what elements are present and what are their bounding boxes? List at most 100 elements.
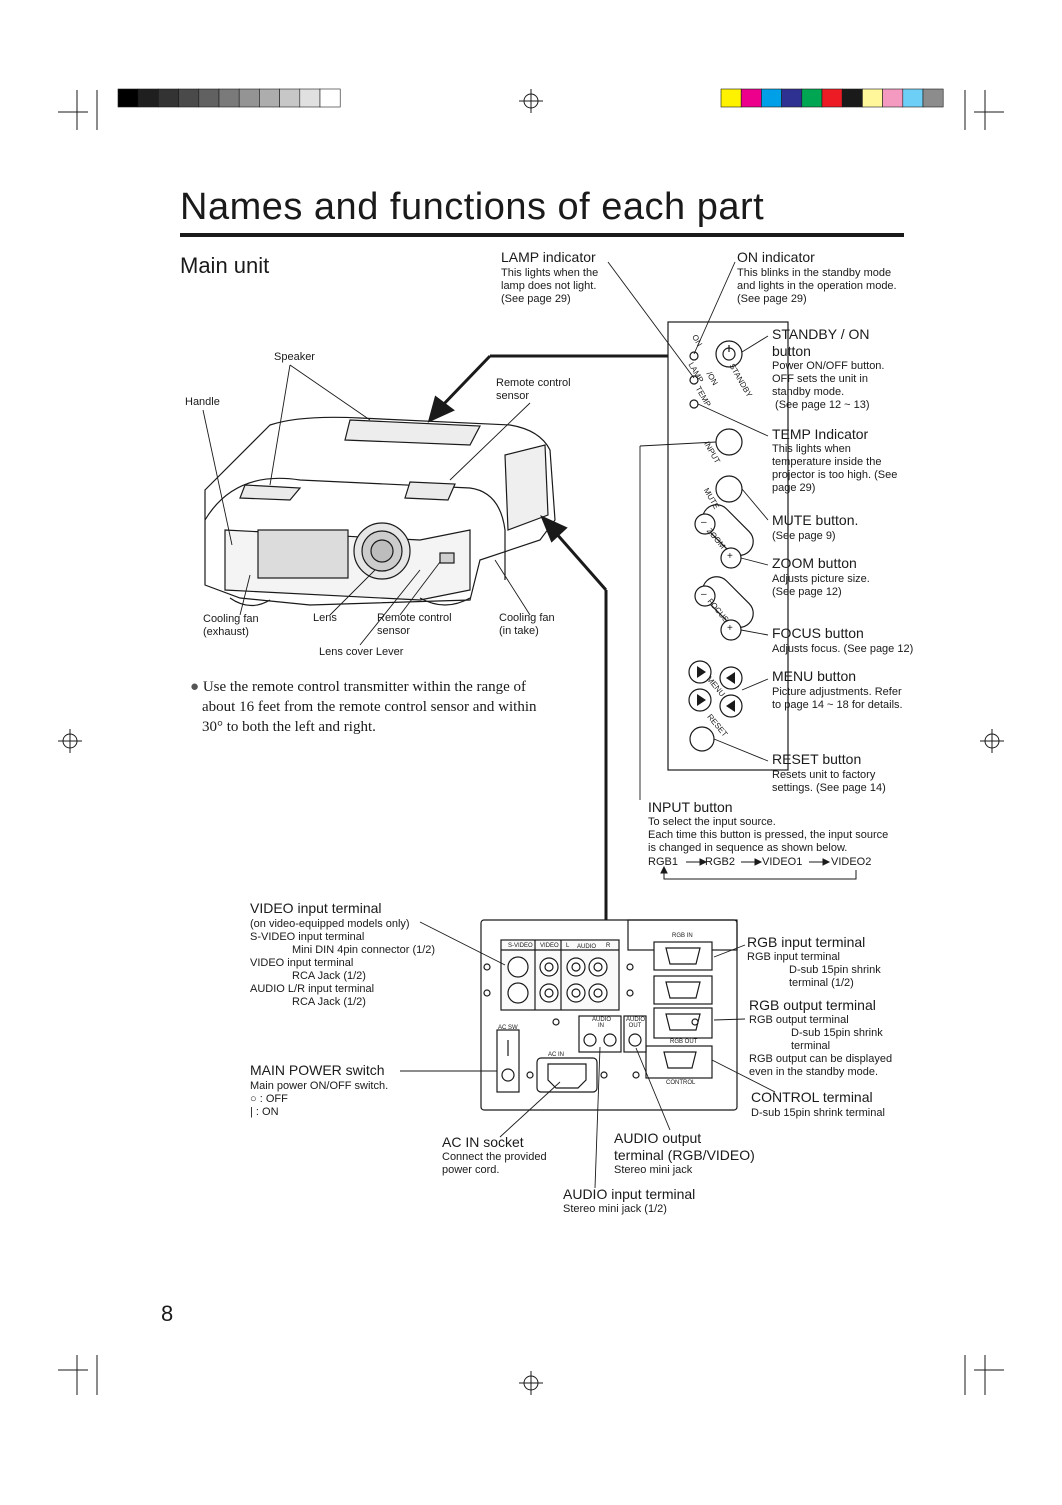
registration-target-icon: [58, 89, 1004, 1395]
menu-button-title: MENU button: [772, 668, 857, 684]
control-leader-lines: [607, 261, 769, 800]
color-swatch: [238, 88, 260, 108]
label-handle: Handle: [185, 396, 220, 408]
control-terminal-desc: D-sub 15pin shrink terminal: [751, 1107, 885, 1119]
label-cooling-exhaust: Cooling fan (exhaust): [203, 613, 259, 638]
color-swatch: [821, 88, 843, 108]
color-swatch: [299, 88, 321, 108]
color-swatch: [781, 88, 803, 108]
audio-input-title: AUDIO input terminal: [563, 1186, 696, 1202]
rgb-input-desc: RGB input terminal D-sub 15pin shrink te…: [747, 951, 881, 989]
zoom-plus-icon: +: [727, 551, 733, 562]
main-power-title: MAIN POWER switch: [250, 1062, 385, 1078]
rear-text-audio-in: AUDIO IN: [592, 1017, 612, 1029]
control-panel-arrows: [697, 666, 735, 712]
ac-in-desc: Connect the provided power cord.: [442, 1151, 547, 1176]
usage-note-text: Use the remote control transmitter withi…: [202, 679, 537, 735]
title-rule: [180, 233, 904, 237]
rear-text-video: VIDEO: [540, 943, 559, 949]
lamp-indicator-title: LAMP indicator: [501, 249, 596, 265]
rgb-input-title: RGB input terminal: [747, 934, 866, 950]
audio-output-title: AUDIO output terminal (RGB/VIDEO): [614, 1130, 755, 1163]
color-swatch: [761, 88, 782, 108]
input-button-title: INPUT button: [648, 799, 733, 815]
standby-button-desc: Power ON/OFF button. OFF sets the unit i…: [772, 360, 885, 411]
video-input-desc: (on video-equipped models only) S-VIDEO …: [250, 918, 436, 1008]
bullet-icon: ●: [190, 679, 200, 695]
color-swatch: [902, 88, 924, 108]
input-sequence-graphics: [660, 858, 857, 880]
pointer-arrows: [427, 354, 668, 920]
color-swatch: [720, 88, 742, 108]
crop-marks: [58, 90, 1004, 1395]
projector-illustration: [204, 416, 556, 607]
color-swatch: [178, 88, 200, 108]
control-panel: [667, 321, 789, 771]
audio-input-desc: Stereo mini jack (1/2): [563, 1203, 667, 1215]
label-remote-sensor-top: Remote control sensor: [496, 377, 571, 402]
reset-button-title: RESET button: [772, 751, 862, 767]
standby-button-title: STANDBY / ON button: [772, 326, 870, 359]
focus-minus-icon: –: [701, 589, 707, 600]
input-button-desc: To select the input source. Each time th…: [648, 816, 889, 854]
menu-button-desc: Picture adjustments. Refer to page 14 ~ …: [772, 686, 903, 711]
color-swatch: [279, 88, 301, 108]
label-cooling-intake: Cooling fan (in take): [499, 612, 555, 637]
temp-indicator-desc: This lights when temperature inside the …: [772, 443, 898, 494]
zoom-minus-icon: –: [701, 517, 707, 528]
ac-in-title: AC IN socket: [442, 1134, 524, 1150]
label-remote-sensor-front: Remote control sensor: [377, 612, 452, 637]
focus-button-desc: Adjusts focus. (See page 12): [772, 643, 914, 655]
label-lens: Lens: [313, 612, 337, 624]
rgb-output-title: RGB output terminal: [749, 997, 876, 1013]
on-indicator-title: ON indicator: [737, 249, 815, 265]
focus-plus-icon: +: [727, 623, 733, 634]
video-input-title: VIDEO input terminal: [250, 900, 382, 916]
rgb-output-desc: RGB output terminal D-sub 15pin shrink t…: [749, 1014, 893, 1078]
color-swatch: [801, 88, 823, 108]
input-seq-rgb2: RGB2: [705, 856, 735, 868]
input-seq-video1: VIDEO1: [762, 856, 803, 868]
rear-text-ac-in: AC IN: [548, 1052, 565, 1058]
color-swatch: [137, 88, 159, 108]
rear-text-l: L: [566, 943, 570, 949]
color-swatch: [319, 88, 341, 108]
rear-text-control: CONTROL: [666, 1080, 696, 1086]
color-swatch: [198, 88, 220, 108]
input-seq-rgb1: RGB1: [648, 856, 678, 868]
main-power-desc: Main power ON/OFF switch. ○ : OFF | : ON: [250, 1080, 389, 1118]
lamp-indicator-desc: This lights when the lamp does not light…: [501, 267, 599, 305]
projector-leader-lines: [202, 364, 531, 646]
mute-button-desc: (See page 9): [772, 530, 836, 542]
rear-text-rgb-in: RGB IN: [672, 933, 693, 939]
input-seq-video2: VIDEO2: [831, 856, 872, 868]
on-indicator-desc: This blinks in the standby mode and ligh…: [737, 267, 897, 305]
rear-text-rgb-out: RGB OUT: [670, 1039, 698, 1045]
zoom-button-title: ZOOM button: [772, 555, 857, 571]
color-swatch: [158, 88, 179, 108]
page-number: 8: [161, 1301, 174, 1326]
usage-note: ● Use the remote control transmitter wit…: [190, 677, 552, 737]
color-swatch: [259, 88, 280, 108]
color-swatch: [882, 88, 904, 108]
color-swatch: [862, 88, 883, 108]
grayscale-bar: [117, 88, 341, 108]
rear-panel: [480, 919, 738, 1111]
rear-text-ac-sw: AC SW: [498, 1025, 518, 1031]
control-terminal-title: CONTROL terminal: [751, 1089, 873, 1105]
rear-text-audio: AUDIO: [577, 944, 597, 950]
label-speaker: Speaker: [274, 351, 315, 363]
mute-button-title: MUTE button.: [772, 512, 859, 528]
zoom-button-desc: Adjusts picture size. (See page 12): [772, 573, 870, 598]
color-swatch: [922, 88, 944, 108]
rear-leader-lines: [400, 921, 776, 1189]
color-swatch: [740, 88, 762, 108]
section-title: Main unit: [180, 253, 270, 278]
page-title: Names and functions of each part: [180, 186, 765, 228]
focus-button-title: FOCUS button: [772, 625, 864, 641]
rear-text-svideo: S-VIDEO: [508, 943, 533, 949]
temp-indicator-title: TEMP Indicator: [772, 426, 869, 442]
rear-text-audio-out: AUDIO OUT: [626, 1017, 646, 1029]
reset-button-desc: Resets unit to factory settings. (See pa…: [772, 769, 886, 794]
